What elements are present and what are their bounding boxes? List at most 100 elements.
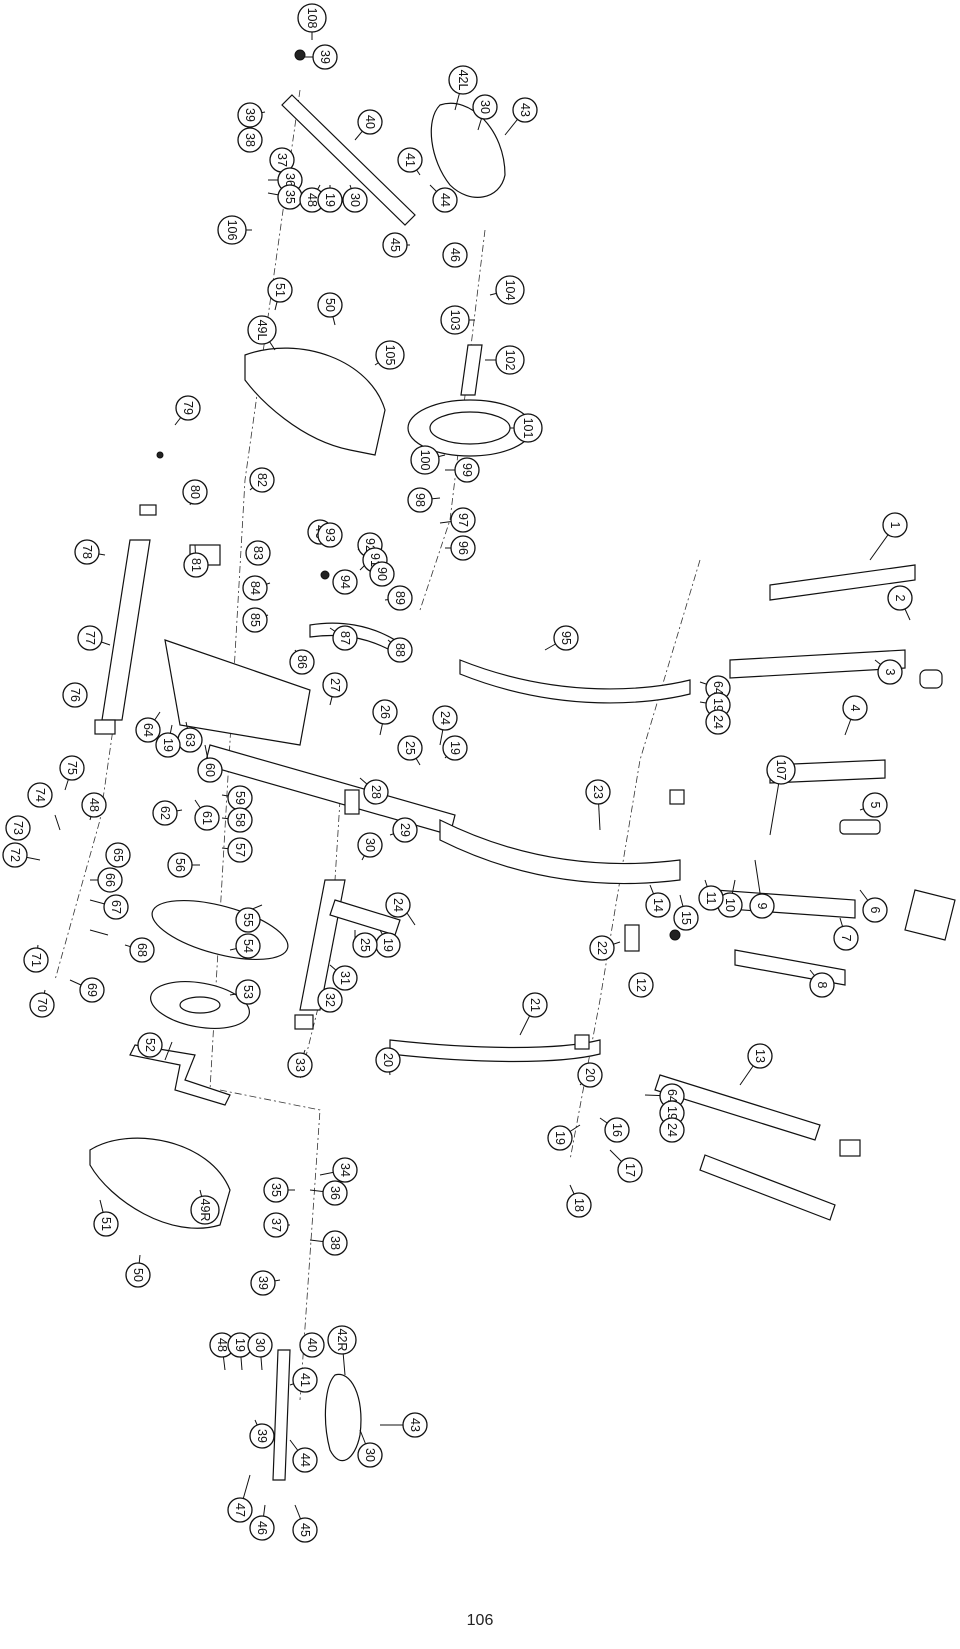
callout-text: 19 xyxy=(553,1131,567,1145)
callout-text: 37 xyxy=(269,1218,283,1232)
callout-78: 78 xyxy=(74,539,100,565)
callout-text: 23 xyxy=(591,785,605,799)
callout-30: 30 xyxy=(357,832,383,858)
callout-27: 27 xyxy=(322,672,348,698)
callout-52: 52 xyxy=(137,1032,163,1058)
tube-13b xyxy=(699,1154,836,1221)
callout-text: 41 xyxy=(403,153,417,167)
callout-31: 31 xyxy=(332,965,358,991)
callout-32: 32 xyxy=(317,987,343,1013)
callout-69: 69 xyxy=(79,977,105,1003)
callout-15: 15 xyxy=(673,905,699,931)
callout-text: 65 xyxy=(111,848,125,862)
callout-text: 39 xyxy=(243,108,257,122)
callout-25: 25 xyxy=(397,735,423,761)
callout-text: 38 xyxy=(328,1236,342,1250)
callout-43: 43 xyxy=(402,1412,428,1438)
callout-16: 16 xyxy=(604,1117,630,1143)
callout-30: 30 xyxy=(247,1332,273,1358)
callout-83: 83 xyxy=(245,540,271,566)
callout-46: 46 xyxy=(442,242,468,268)
callout-text: 41 xyxy=(298,1373,312,1387)
callout-67: 67 xyxy=(103,894,129,920)
callout-8: 8 xyxy=(809,972,835,998)
callout-text: 43 xyxy=(408,1418,422,1432)
callout-70: 70 xyxy=(29,992,55,1018)
callout-84: 84 xyxy=(242,575,268,601)
callout-text: 10 xyxy=(723,898,737,912)
callout-5: 5 xyxy=(862,792,888,818)
callout-text: 100 xyxy=(418,450,432,471)
callout-text: 72 xyxy=(8,848,22,862)
callout-103: 103 xyxy=(440,305,470,335)
callout-text: 18 xyxy=(572,1198,586,1212)
callout-text: 59 xyxy=(233,791,247,805)
callout-text: 32 xyxy=(323,993,337,1007)
callout-47: 47 xyxy=(227,1497,253,1523)
callout-text: 24 xyxy=(391,898,405,912)
callout-text: 49L xyxy=(255,320,269,341)
callout-text: 5 xyxy=(868,802,882,809)
callout-107: 107 xyxy=(766,755,796,785)
callout-text: 87 xyxy=(338,631,352,645)
callout-text: 19 xyxy=(233,1338,247,1352)
callout-text: 29 xyxy=(398,823,412,837)
callout-text: 55 xyxy=(241,913,255,927)
callout-text: 30 xyxy=(348,193,362,207)
callout-text: 35 xyxy=(269,1183,283,1197)
callout-66: 66 xyxy=(97,867,123,893)
callout-text: 25 xyxy=(358,938,372,952)
callout-text: 53 xyxy=(241,985,255,999)
callout-text: 64 xyxy=(141,723,155,737)
callout-text: 54 xyxy=(241,939,255,953)
callout-text: 64 xyxy=(711,681,725,695)
callout-text: 33 xyxy=(293,1058,307,1072)
callout-35: 35 xyxy=(277,184,303,210)
callout-19: 19 xyxy=(375,932,401,958)
callout-text: 101 xyxy=(521,418,535,439)
callout-59: 59 xyxy=(227,785,253,811)
callout-text: 19 xyxy=(448,741,462,755)
callout-6: 6 xyxy=(862,897,888,923)
rear-stabilizer xyxy=(439,819,681,885)
callout-79: 79 xyxy=(175,395,201,421)
callout-57: 57 xyxy=(227,837,253,863)
callout-text: 66 xyxy=(103,873,117,887)
callout-text: 60 xyxy=(203,763,217,777)
callout-text: 44 xyxy=(298,1453,312,1467)
callout-96: 96 xyxy=(450,535,476,561)
callout-55: 55 xyxy=(235,907,261,933)
callout-40: 40 xyxy=(357,109,383,135)
callout-58: 58 xyxy=(227,807,253,833)
callout-53: 53 xyxy=(235,979,261,1005)
callout-text: 36 xyxy=(328,1186,342,1200)
exploded-parts-diagram: 108394042L304339383736351064819304144454… xyxy=(2,3,956,1543)
callout-51: 51 xyxy=(267,277,293,303)
callout-104: 104 xyxy=(495,275,525,305)
callout-text: 46 xyxy=(448,248,462,262)
callout-82: 82 xyxy=(249,467,275,493)
callout-80: 80 xyxy=(182,479,208,505)
callout-20: 20 xyxy=(577,1062,603,1088)
callout-39: 39 xyxy=(312,44,338,70)
callout-36: 36 xyxy=(322,1180,348,1206)
callout-text: 20 xyxy=(583,1068,597,1082)
callout-text: 1 xyxy=(888,522,902,529)
callout-text: 19 xyxy=(381,938,395,952)
callout-text: 78 xyxy=(80,545,94,559)
callout-11: 11 xyxy=(698,885,724,911)
callout-46: 46 xyxy=(249,1515,275,1541)
callout-text: 108 xyxy=(305,8,319,29)
parts xyxy=(89,49,956,1481)
callout-text: 69 xyxy=(85,983,99,997)
callout-49r: 49R xyxy=(190,1195,220,1225)
callout-74: 74 xyxy=(27,782,53,808)
callout-text: 12 xyxy=(634,978,648,992)
callout-3: 3 xyxy=(877,659,903,685)
callout-98: 98 xyxy=(407,487,433,513)
callout-text: 9 xyxy=(755,903,769,910)
callout-95: 95 xyxy=(553,625,579,651)
callout-97: 97 xyxy=(450,507,476,533)
callout-30: 30 xyxy=(357,1442,383,1468)
callout-text: 50 xyxy=(131,1268,145,1282)
